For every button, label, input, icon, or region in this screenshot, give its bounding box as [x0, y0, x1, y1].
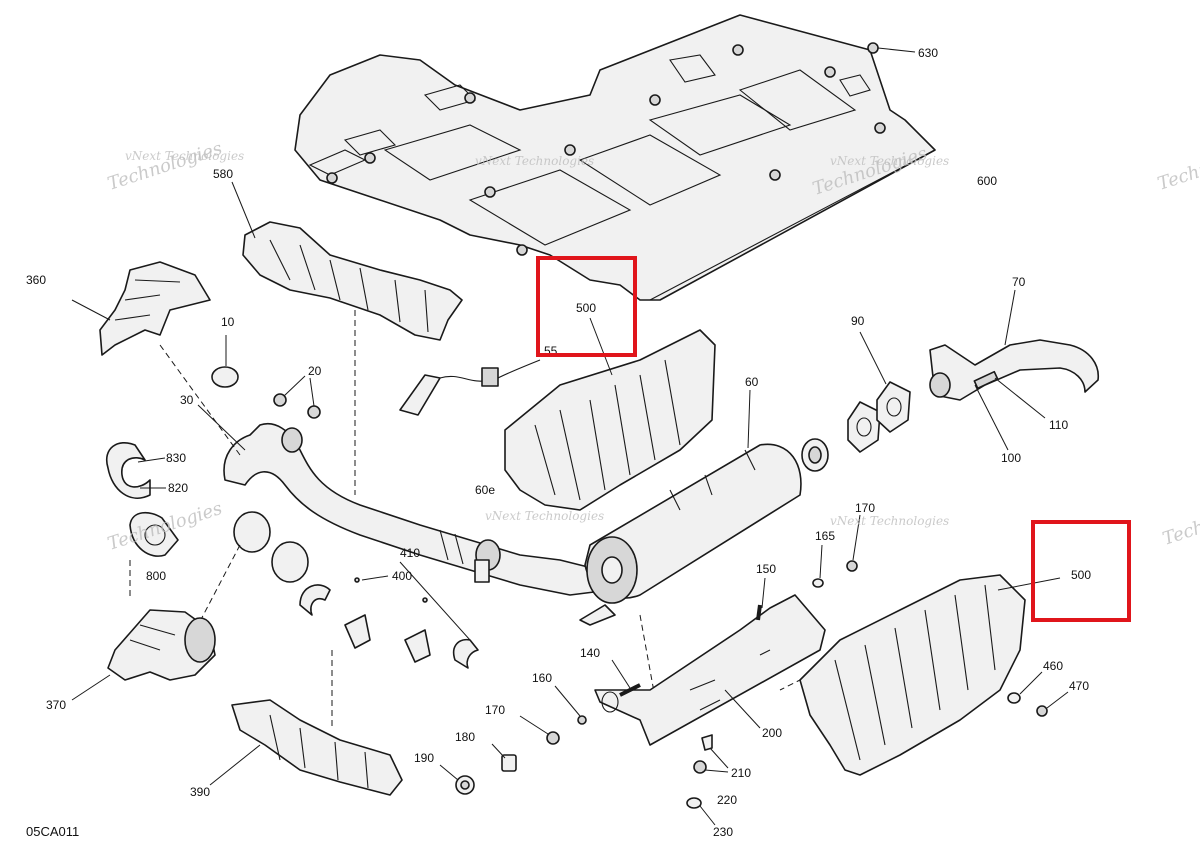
callout-500-upper: 500: [576, 301, 596, 315]
callout-230: 230: [713, 825, 733, 839]
callout-470: 470: [1069, 679, 1089, 693]
callout-190: 190: [414, 751, 434, 765]
heat-shield-390: [209, 699, 403, 796]
callout-160: 160: [532, 671, 552, 685]
callout-830: 830: [166, 451, 186, 465]
svg-text:Technologies: Technologies: [105, 138, 225, 195]
callout-400: 400: [392, 569, 412, 583]
small-hardware: [439, 685, 729, 826]
callout-500-lower: 500: [1071, 568, 1091, 582]
callout-390: 390: [190, 785, 210, 799]
heat-shield-500-upper: [504, 317, 716, 511]
exhaust-pipe-30: [197, 404, 611, 596]
muffler-60: [579, 389, 802, 626]
callout-60: 60: [745, 375, 759, 389]
callout-150: 150: [756, 562, 776, 576]
callout-70: 70: [1012, 275, 1026, 289]
svg-text:vNext Technologies: vNext Technologies: [125, 149, 244, 163]
callout-360: 360: [26, 273, 46, 287]
callout-370: 370: [46, 698, 66, 712]
svg-text:vNext Technologies: vNext Technologies: [475, 154, 594, 168]
callout-60e: 60e: [475, 483, 495, 497]
callout-90: 90: [851, 314, 865, 328]
callout-100: 100: [1001, 451, 1021, 465]
tail-pipe-70: [929, 289, 1099, 401]
bolt-630: [867, 42, 916, 54]
callout-165: 165: [815, 529, 835, 543]
callout-110: 110: [1049, 418, 1068, 432]
bolts-100-110: [973, 370, 1046, 451]
svg-text:Technologies: Technologies: [1155, 138, 1200, 195]
brackets-400: [344, 575, 431, 663]
callout-210: 210: [731, 766, 751, 780]
highlight-boxes: [536, 256, 1131, 622]
heat-shield-360: [71, 261, 211, 356]
svg-text:vNext Technologies: vNext Technologies: [830, 154, 949, 168]
callout-170-upper: 170: [855, 501, 875, 515]
callout-200: 200: [762, 726, 782, 740]
callout-10: 10: [221, 315, 235, 329]
heat-shield-580: [231, 181, 463, 341]
highlight-box-500-upper: [536, 256, 637, 357]
bracket-200: [594, 594, 826, 746]
o-ring-10: [211, 335, 239, 388]
callout-labels: 630 600 580 360 10 20 30 55 500 70 90 60…: [26, 46, 1091, 839]
svg-text:vNext Technologies: vNext Technologies: [485, 509, 604, 523]
highlight-box-500-lower: [1031, 520, 1131, 622]
callout-800: 800: [146, 569, 166, 583]
skid-plate: [294, 14, 936, 301]
callout-140: 140: [580, 646, 600, 660]
hardware-460-470: [1007, 671, 1069, 717]
callout-30: 30: [180, 393, 194, 407]
diagram-code: 05CA011: [26, 824, 79, 839]
oxygen-sensor-55: [399, 359, 541, 416]
heat-shield-370: [71, 609, 216, 701]
callout-630: 630: [918, 46, 938, 60]
gaskets-90: [847, 331, 911, 453]
pipe-seal: [801, 438, 829, 472]
washers-165-170: [812, 514, 861, 588]
callout-600: 600: [977, 174, 997, 188]
nuts-20: [273, 375, 321, 419]
callout-820: 820: [168, 481, 188, 495]
callout-20: 20: [308, 364, 322, 378]
callout-580: 580: [213, 167, 233, 181]
callout-170-lower: 170: [485, 703, 505, 717]
callout-220: 220: [717, 793, 737, 807]
clamp-60e: [474, 539, 501, 583]
svg-text:Technologies: Technologies: [1160, 493, 1200, 550]
bolts-140-150: [611, 577, 766, 697]
clamp-800: [129, 511, 179, 557]
clamp-set-410: [233, 511, 479, 669]
heat-shield-500-lower: [799, 574, 1061, 776]
svg-text:vNext Technologies: vNext Technologies: [830, 514, 949, 528]
clamp-830: [105, 442, 166, 499]
callout-410: 410: [400, 546, 420, 560]
callout-460: 460: [1043, 659, 1063, 673]
callout-180: 180: [455, 730, 475, 744]
